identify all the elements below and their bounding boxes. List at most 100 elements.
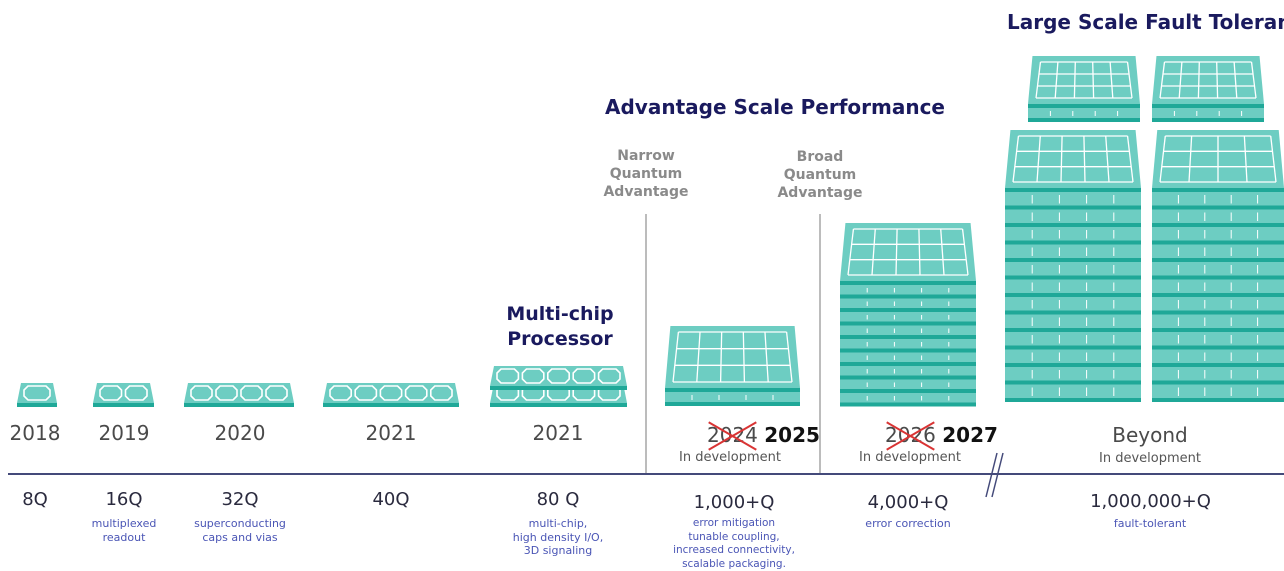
chip-ft-left-layer-edge xyxy=(1005,398,1141,402)
status-beyond: In development xyxy=(1090,451,1210,466)
broad-line-3: Advantage xyxy=(774,184,866,202)
year-2024-struck: 2024 xyxy=(707,423,758,447)
advantage-heading: Advantage Scale Performance xyxy=(605,95,945,119)
narrow-line-2: Quantum xyxy=(600,165,692,183)
chip-ft-right-layer-edge xyxy=(1152,241,1284,245)
chip-4000q-edge xyxy=(840,281,976,285)
chip-ft-left-layer-edge xyxy=(1005,363,1141,367)
qubits-40q: 40Q xyxy=(361,489,421,510)
desc-line: error correction xyxy=(848,517,968,531)
chip-ft-left-layer-edge xyxy=(1005,346,1141,350)
narrow-line-1: Narrow xyxy=(600,147,692,165)
chip-ft-left-layer-edge xyxy=(1005,276,1141,280)
chip-ft-left-upper xyxy=(1028,56,1140,104)
narrow-advantage-label: Narrow Quantum Advantage xyxy=(600,147,692,201)
broad-line-1: Broad xyxy=(774,148,866,166)
desc-line: scalable packaging. xyxy=(664,558,804,571)
chip-ft-right-layer-edge xyxy=(1152,276,1284,280)
chip-ft-right-layer xyxy=(1152,367,1284,381)
chip-ft-right-layer xyxy=(1152,245,1284,259)
chip-ft-left-layer-edge xyxy=(1005,223,1141,227)
chip-4000q-layer xyxy=(840,299,976,309)
chip-ft-left-layer xyxy=(1005,350,1141,364)
chip-ft-right-layer-edge xyxy=(1152,223,1284,227)
chip-4000q-layer-edge xyxy=(840,349,976,353)
qubits-8q: 8Q xyxy=(5,489,65,510)
qubits-1000000q: 1,000,000+Q xyxy=(1078,491,1223,512)
chip-4000q-layer-edge xyxy=(840,362,976,366)
chip-ft-right-layer xyxy=(1152,280,1284,294)
broad-advantage-label: Broad Quantum Advantage xyxy=(774,148,866,202)
chip-1000q-layer xyxy=(665,392,800,402)
chip-ft-right-layer xyxy=(1152,192,1284,206)
chip-ft-left-layer-edge xyxy=(1005,206,1141,210)
chip-40q-edge xyxy=(323,403,459,407)
chip-ft-left-upper-gridline xyxy=(1093,62,1094,98)
desc-line: caps and vias xyxy=(180,531,300,545)
chip-ft-left-layer xyxy=(1005,297,1141,311)
chip-ft-left-layer xyxy=(1005,262,1141,276)
chip-4000q-layer-edge xyxy=(840,335,976,339)
desc-line: multiplexed xyxy=(74,517,174,531)
chip-ft-right-layer-edge xyxy=(1152,328,1284,332)
chip-ft-right-top-edge xyxy=(1152,188,1284,192)
multichip-heading: Multi-chip Processor xyxy=(495,302,625,352)
desc-line: high density I/O, xyxy=(498,531,618,545)
year-2018: 2018 xyxy=(5,421,65,445)
chip-ft-right-upper-edge xyxy=(1152,104,1264,108)
narrow-line-3: Advantage xyxy=(600,183,692,201)
chip-ft-right-layer xyxy=(1152,332,1284,346)
chip-ft-right-upper-layer xyxy=(1152,108,1264,118)
chip-ft-left-layer xyxy=(1005,227,1141,241)
chip-4000q xyxy=(840,223,976,281)
chip-ft-right-upper-gridline xyxy=(1217,62,1218,98)
chip-ft-left-layer xyxy=(1005,367,1141,381)
year-2021-a: 2021 xyxy=(361,421,421,445)
broad-line-2: Quantum xyxy=(774,166,866,184)
desc-line: 3D signaling xyxy=(498,544,618,558)
desc-2027: error correction xyxy=(848,517,968,531)
chip-ft-left-layer xyxy=(1005,332,1141,346)
chip-4000q-layer xyxy=(840,312,976,322)
chip-ft-right-layer-edge xyxy=(1152,381,1284,385)
chip-ft-right-layer-edge xyxy=(1152,258,1284,262)
chip-ft-right-layer xyxy=(1152,262,1284,276)
chip-8q-edge xyxy=(17,403,57,407)
chip-4000q-layer xyxy=(840,326,976,336)
axis-break xyxy=(983,452,1005,498)
chip-4000q-layer xyxy=(840,366,976,376)
desc-beyond: fault-tolerant xyxy=(1090,517,1210,531)
chip-1000q-edge xyxy=(665,388,800,392)
year-2027-new: 2027 xyxy=(942,423,998,447)
chip-ft-right-layer xyxy=(1152,315,1284,329)
chip-80q-lower-edge xyxy=(490,403,627,407)
chip-ft-right-layer-edge xyxy=(1152,363,1284,367)
desc-2025: error mitigation tunable coupling, incre… xyxy=(664,517,804,571)
multichip-line-2: Processor xyxy=(495,327,625,352)
desc-2019: multiplexed readout xyxy=(74,517,174,544)
chip-ft-right-layer xyxy=(1152,210,1284,224)
qubits-80q: 80 Q xyxy=(518,489,598,510)
year-2025-new: 2025 xyxy=(764,423,820,447)
chip-ft-left-layer xyxy=(1005,245,1141,259)
chip-1000q-layer-edge xyxy=(665,402,800,406)
chip-4000q-layer-edge xyxy=(840,322,976,326)
chip-32q-edge xyxy=(184,403,294,407)
chip-ft-left-layer-edge xyxy=(1005,293,1141,297)
chip-ft-right-layer xyxy=(1152,350,1284,364)
chip-4000q-layer xyxy=(840,285,976,295)
timeline-axis xyxy=(8,473,1284,475)
chip-4000q-layer xyxy=(840,339,976,349)
chip-ft-right-layer-edge xyxy=(1152,206,1284,210)
desc-line: error mitigation xyxy=(664,517,804,531)
desc-2021-b: multi-chip, high density I/O, 3D signali… xyxy=(498,517,618,558)
desc-line: increased connectivity, xyxy=(664,544,804,558)
chip-ft-right-layer xyxy=(1152,385,1284,399)
chip-ft-right-layer-edge xyxy=(1152,398,1284,402)
chip-ft-right-layer-edge xyxy=(1152,311,1284,315)
chip-ft-right-upper-layer-edge xyxy=(1152,118,1264,122)
chip-4000q-layer xyxy=(840,393,976,403)
year-2020: 2020 xyxy=(210,421,270,445)
year-2019: 2019 xyxy=(94,421,154,445)
